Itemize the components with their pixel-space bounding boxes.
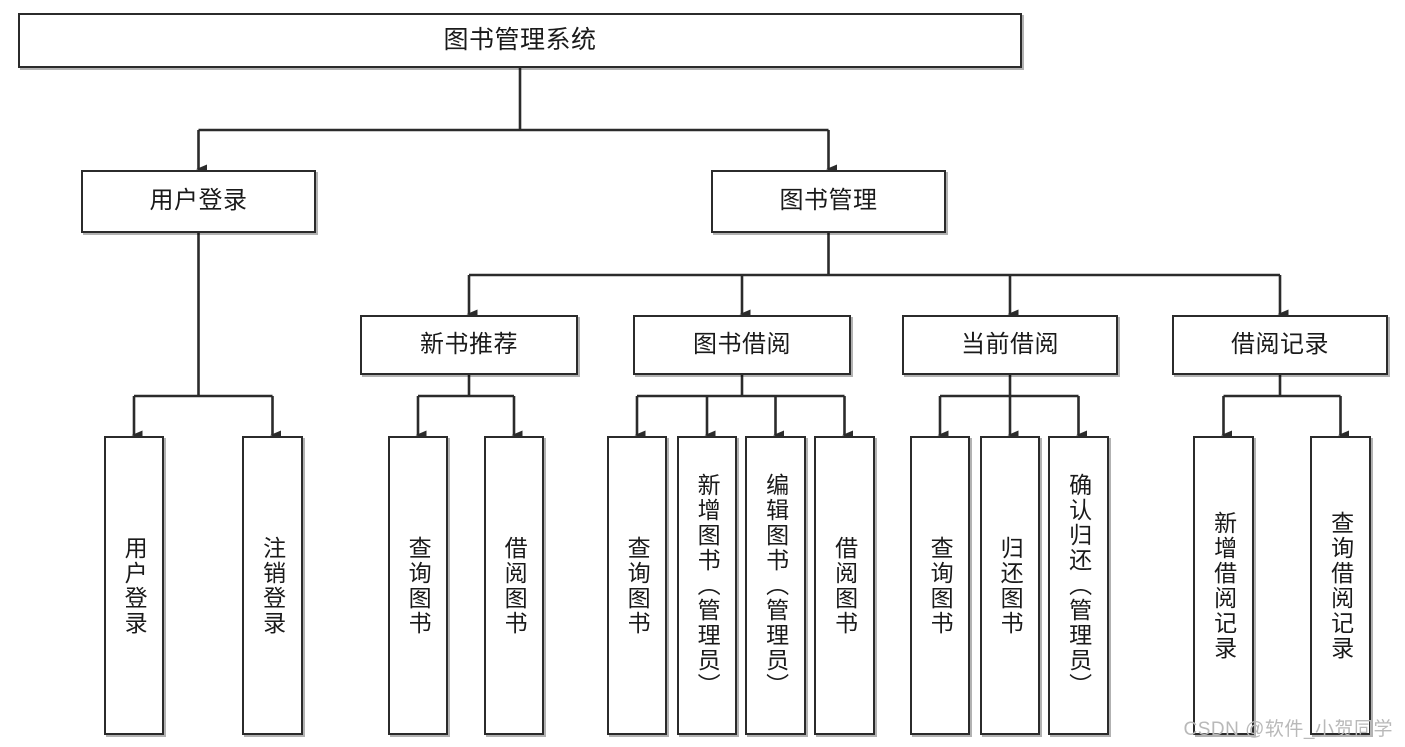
node-leaf-user-login[interactable]: 用户登录 <box>104 436 164 735</box>
node-leaf-confirm-return[interactable]: 确认归还（管理员） <box>1048 436 1109 735</box>
node-label: 新增借阅记录 <box>1210 510 1237 661</box>
node-label: 归还图书 <box>997 535 1024 636</box>
node-label: 新书推荐 <box>420 330 518 358</box>
node-label: 借阅图书 <box>501 535 528 636</box>
node-label: 图书借阅 <box>693 330 791 358</box>
node-label: 注销登录 <box>259 535 286 636</box>
watermark: CSDN @软件_小贺同学 <box>1183 719 1393 740</box>
node-label: 借阅记录 <box>1231 330 1329 358</box>
node-label: 查询图书 <box>927 535 954 636</box>
node-label: 借阅图书 <box>831 535 858 636</box>
node-leaf-edit-book[interactable]: 编辑图书（管理员） <box>745 436 806 735</box>
node-book-manage[interactable]: 图书管理 <box>711 170 946 233</box>
node-leaf-query-book-2[interactable]: 查询图书 <box>607 436 667 735</box>
node-label: 确认归还（管理员） <box>1065 473 1092 698</box>
node-current-borrow[interactable]: 当前借阅 <box>902 315 1118 375</box>
node-label: 查询图书 <box>405 535 432 636</box>
node-label: 编辑图书（管理员） <box>762 473 789 698</box>
node-leaf-borrow-book-2[interactable]: 借阅图书 <box>814 436 875 735</box>
node-book-borrow[interactable]: 图书借阅 <box>633 315 851 375</box>
node-leaf-return-book[interactable]: 归还图书 <box>980 436 1040 735</box>
node-label: 查询借阅记录 <box>1327 510 1354 661</box>
node-label: 用户登录 <box>149 187 248 215</box>
node-leaf-add-book[interactable]: 新增图书（管理员） <box>677 436 737 735</box>
node-root[interactable]: 图书管理系统 <box>18 13 1022 68</box>
node-leaf-query-book-1[interactable]: 查询图书 <box>388 436 448 735</box>
node-label: 用户登录 <box>121 535 148 636</box>
node-borrow-record[interactable]: 借阅记录 <box>1172 315 1388 375</box>
node-label: 查询图书 <box>624 535 651 636</box>
node-label: 图书管理系统 <box>443 25 597 54</box>
node-leaf-query-book-3[interactable]: 查询图书 <box>910 436 970 735</box>
node-new-book-recommend[interactable]: 新书推荐 <box>360 315 578 375</box>
node-leaf-query-borrow-record[interactable]: 查询借阅记录 <box>1310 436 1371 735</box>
node-label: 当前借阅 <box>961 330 1059 358</box>
node-label: 新增图书（管理员） <box>694 473 721 698</box>
node-user-login[interactable]: 用户登录 <box>81 170 316 233</box>
node-label: 图书管理 <box>779 187 878 215</box>
node-leaf-borrow-book-1[interactable]: 借阅图书 <box>484 436 544 735</box>
node-leaf-logout-login[interactable]: 注销登录 <box>242 436 303 735</box>
node-leaf-add-borrow-record[interactable]: 新增借阅记录 <box>1193 436 1254 735</box>
